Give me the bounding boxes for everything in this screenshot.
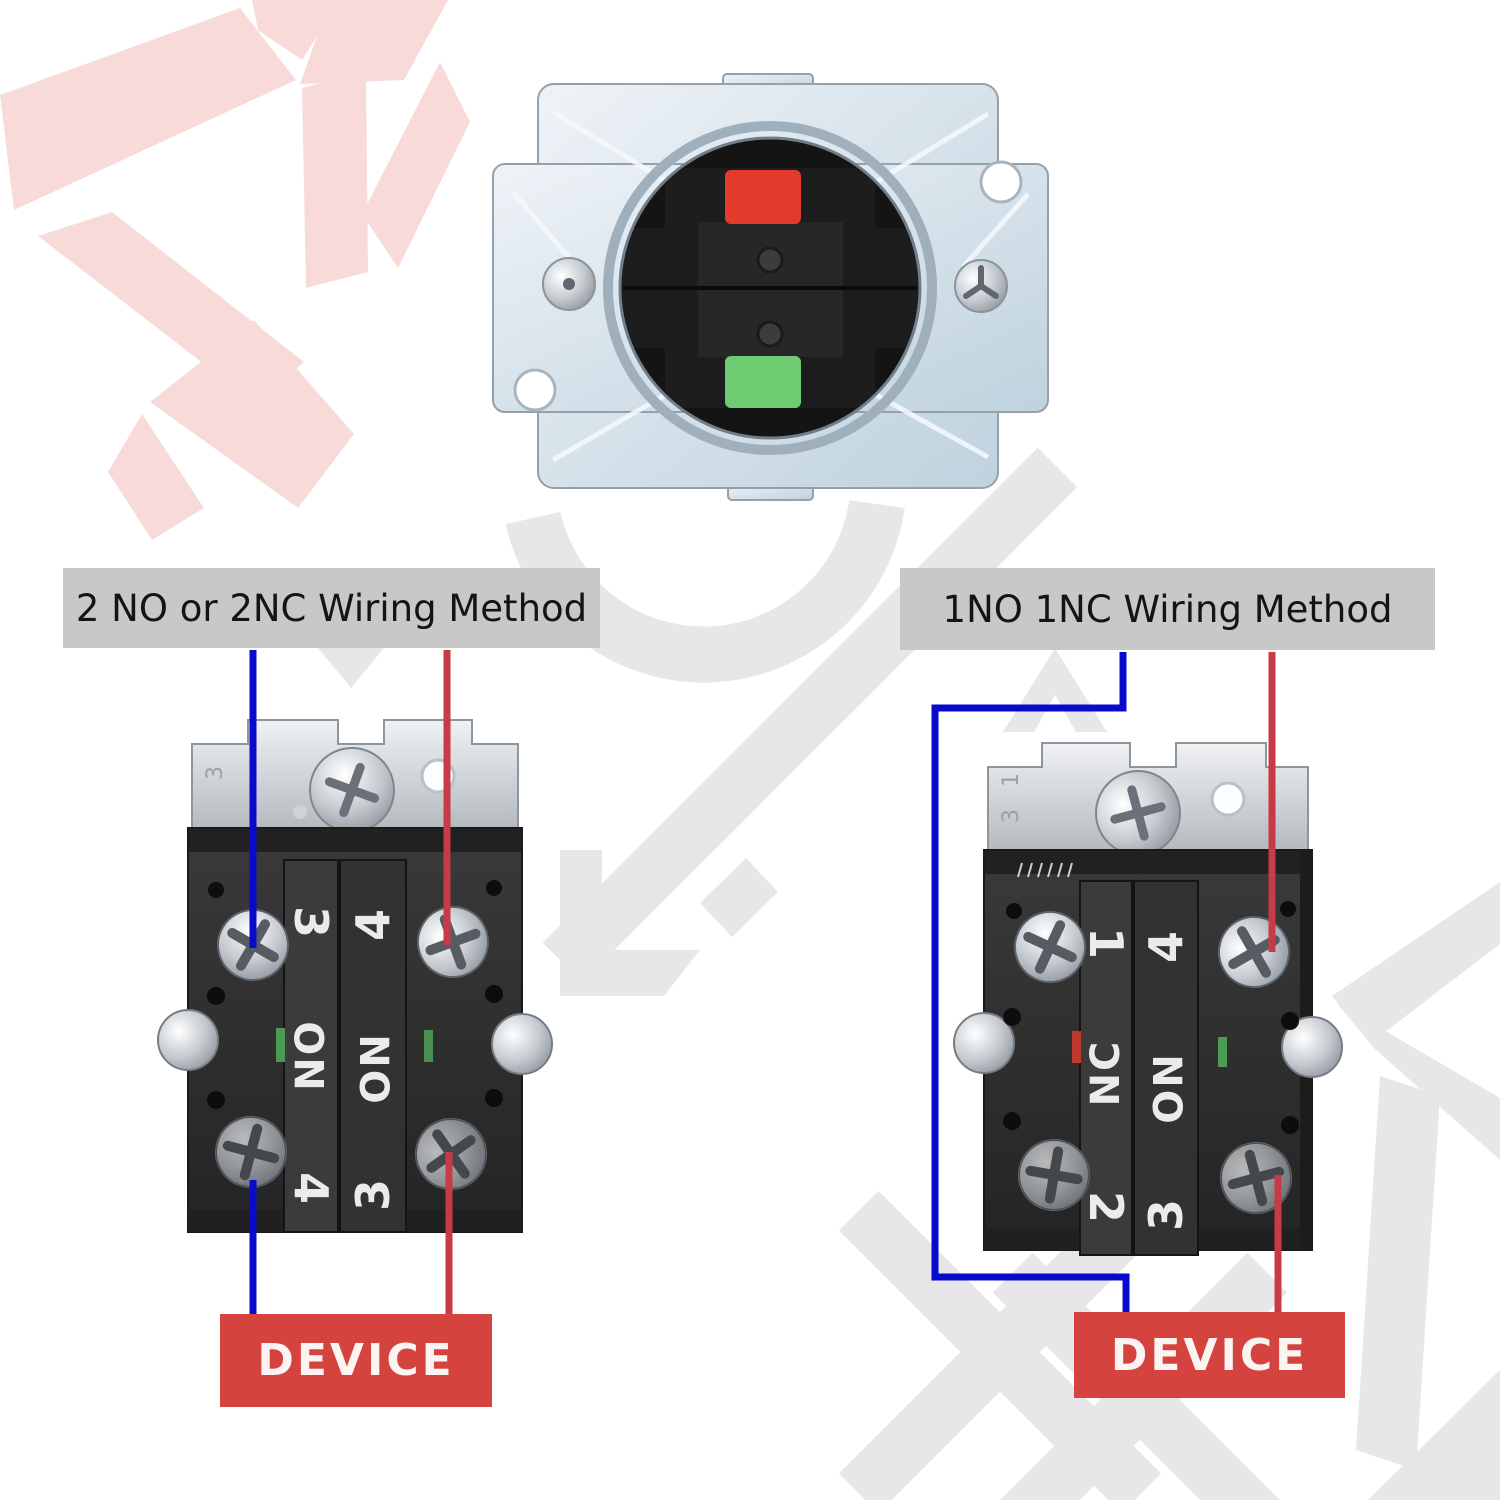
pink-logo-watermark [0,0,470,540]
contact-type: NO [350,1034,396,1105]
plunger-dot-top [756,246,784,274]
contact-type: NO [288,1019,334,1090]
bracket-stamp: 3 [999,809,1024,823]
body-top-shadow [188,828,522,852]
terminal-number: 3 [284,906,338,938]
contact-type: NO [1143,1054,1189,1125]
terminal-number: 1 [1079,927,1133,959]
bracket-screw [309,747,395,833]
terminal-number: 3 [1139,1199,1193,1231]
no-contact-window [276,1028,285,1062]
terminal-number: 4 [1139,931,1193,963]
device-box-left: DEVICE [220,1314,492,1407]
bracket-stamp: 1 [999,773,1024,787]
bracket-hole [420,758,456,794]
side-screw-right [491,1013,553,1075]
plunger-dot-bottom [756,320,784,348]
body-top-shadow [984,850,1312,874]
side-screw-left [157,1009,219,1071]
no-green-tab [725,356,801,408]
terminal-number: 4 [346,909,400,941]
side-screw-left [542,257,596,311]
terminal-screws [215,906,489,1190]
right-wiring-title: 1NO 1NC Wiring Method [900,568,1435,650]
bracket-pin [293,805,307,819]
contact-block-photo-right: 1 3 1 NC 2 4 NO 3 [953,742,1343,1256]
mount-hole-bottom-left [513,368,557,412]
mount-hole-top-right [979,160,1023,204]
device-box-right: DEVICE [1074,1312,1345,1398]
contact-block-photo-left: 3 3 NO 4 4 NO 3 [157,719,553,1233]
no-contact-window [1218,1037,1227,1067]
contact-type: NC [1083,1040,1129,1107]
left-wiring-title: 2 NO or 2NC Wiring Method [63,568,600,648]
label-strip-right [339,859,407,1233]
bracket-hole [1210,781,1246,817]
mounting-base-photo [492,73,1049,501]
terminal-number: 4 [284,1172,338,1204]
bracket-stamp: 3 [203,766,228,780]
nc-red-tab [725,170,801,224]
side-screw-right [954,259,1008,313]
terminal-number: 3 [346,1179,400,1211]
no-contact-window [424,1030,433,1062]
terminal-number: 2 [1079,1191,1133,1223]
body-holes [207,880,503,1109]
nc-contact-window [1072,1031,1081,1063]
label-strip-left [283,859,339,1233]
